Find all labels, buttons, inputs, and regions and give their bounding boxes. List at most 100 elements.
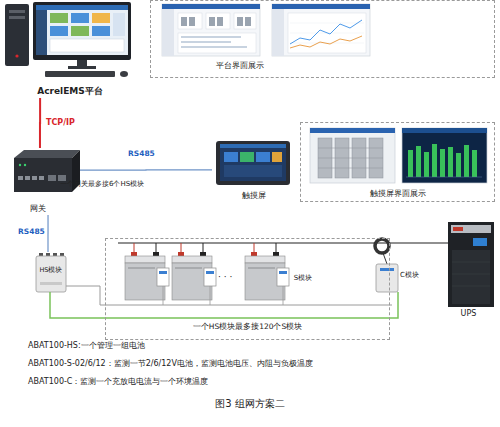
platform-screenshot: [272, 4, 370, 9]
touchscreen-screenshot: [310, 128, 395, 183]
touchscreen-device: [216, 141, 290, 185]
battery-with-s-module: [125, 252, 169, 305]
touchscreen-device: [220, 144, 286, 148]
model-note: ABAT100-S-02/6/12：监测一节2/6/12V电池，监测电池电压、内…: [28, 359, 313, 368]
platform-screenshot: [162, 4, 260, 9]
gateway-device: [19, 164, 21, 166]
computer-icon: [36, 5, 128, 10]
gateway-device: [25, 176, 30, 180]
touchscreen-device: [240, 152, 254, 162]
touchscreen-device: [220, 144, 286, 181]
hs-module-node: HS模块: [30, 252, 80, 302]
connector-label: TCP/IP: [46, 118, 75, 127]
computer-icon: [77, 60, 87, 66]
platform-screenshot: [181, 17, 187, 26]
connector-line: [80, 169, 212, 170]
gateway-device: [48, 175, 56, 181]
power-cable: [181, 243, 182, 252]
power-cable: [118, 242, 448, 243]
platform-screenshot: [181, 36, 241, 38]
battery-with-s-module: [125, 252, 289, 305]
s-module-node: S模块: [241, 251, 316, 306]
touchscreen-device: [256, 152, 270, 162]
node-label: 触摸屏: [212, 191, 295, 200]
c-module-node: C模块: [370, 258, 420, 300]
touchscreen-device: [272, 152, 282, 162]
platform-screenshot: [181, 46, 247, 48]
platform-screenshot: [162, 4, 370, 56]
touchscreen-screenshot: [318, 168, 383, 169]
signal-wire: [66, 286, 392, 305]
ups-cabinet: [452, 262, 490, 263]
gateway-device: [32, 176, 37, 180]
touchscreen-screenshot: [406, 177, 482, 178]
touchscreen-screenshot: [310, 128, 487, 183]
platform-screenshot: [178, 33, 256, 53]
c-module: [380, 268, 394, 271]
touchscreen-screenshot: [318, 158, 383, 159]
computer-icon: [45, 71, 115, 77]
node-label: AcrelEMS平台: [5, 86, 135, 96]
power-cable: [276, 243, 277, 252]
node-label: 一个HS模块最多接120个S模块: [160, 323, 335, 332]
model-note: ABAT100-HS:一个管理一组电池: [28, 341, 145, 350]
touchscreen-screenshot: [464, 145, 469, 177]
gateway-device: [18, 176, 23, 180]
current-clamp: [375, 239, 389, 253]
power-cable: [156, 243, 157, 252]
platform-screenshot: [237, 17, 243, 26]
computer-icon: [36, 10, 47, 55]
touchscreen-screenshot: [456, 153, 461, 177]
computer-icon: [50, 26, 68, 36]
ups-cabinet: [448, 222, 494, 307]
touchscreen-screenshot: [402, 128, 487, 133]
computer-icon: [92, 26, 110, 36]
touchscreen-node: 触摸屏: [212, 138, 295, 203]
c-module: [376, 264, 398, 292]
touchscreen-screenshot: [432, 144, 437, 177]
computer-icon: [113, 13, 125, 36]
computer-icon: [92, 13, 110, 23]
platform-screenshot: [234, 13, 256, 29]
ellipsis-mark: · · ·: [218, 272, 232, 282]
battery-group: 一个HS模块最多接120个S模块 S模块: [105, 238, 390, 340]
touchscreen-device: [224, 152, 238, 162]
node-label: C模块: [399, 271, 420, 279]
platform-screenshot: [206, 13, 230, 29]
touchscreen-screenshot: [472, 150, 477, 177]
touchscreen-screenshot: [318, 148, 383, 149]
platform-screenshot: [189, 17, 195, 26]
node-label: 触摸屏界面展示: [340, 189, 455, 198]
signal-wire: [50, 292, 398, 318]
platform-screenshot: [245, 17, 251, 26]
node-label: S模块: [290, 274, 316, 282]
power-cable: [254, 243, 255, 252]
touchscreen-screenshot: [402, 128, 487, 183]
hs-module: [36, 256, 66, 292]
computer-icon: [50, 13, 68, 23]
computer-icon: [9, 10, 25, 13]
computer-icon: [5, 4, 29, 66]
ups-cabinet: [473, 238, 487, 246]
current-clamp: [375, 239, 389, 264]
computer-icon: [15, 54, 18, 57]
note-text: 一个网关最多接6个HS模块: [60, 180, 144, 188]
node-label: HS模块: [36, 267, 66, 274]
battery-with-s-module: [245, 252, 289, 305]
touchscreen-screenshot: [440, 149, 445, 177]
platform-screenshot: [181, 41, 231, 43]
node-label: 平台界面展示: [190, 61, 290, 70]
touchscreen-device: [216, 141, 290, 185]
ups-cabinet: [453, 227, 463, 231]
ups-cabinet: [448, 222, 494, 307]
computer-icon: [120, 71, 128, 77]
platform-screenshot: [272, 9, 284, 56]
platform-screenshot: [288, 13, 366, 53]
touchscreen-screenshot: [448, 147, 453, 177]
figure-caption: 图3 组网方案二: [0, 398, 500, 410]
ups-cabinet: [452, 274, 490, 275]
connector-line: [39, 98, 41, 148]
hs-module: [36, 253, 66, 292]
hs-module: [40, 282, 62, 285]
computer-icon: [71, 26, 89, 36]
